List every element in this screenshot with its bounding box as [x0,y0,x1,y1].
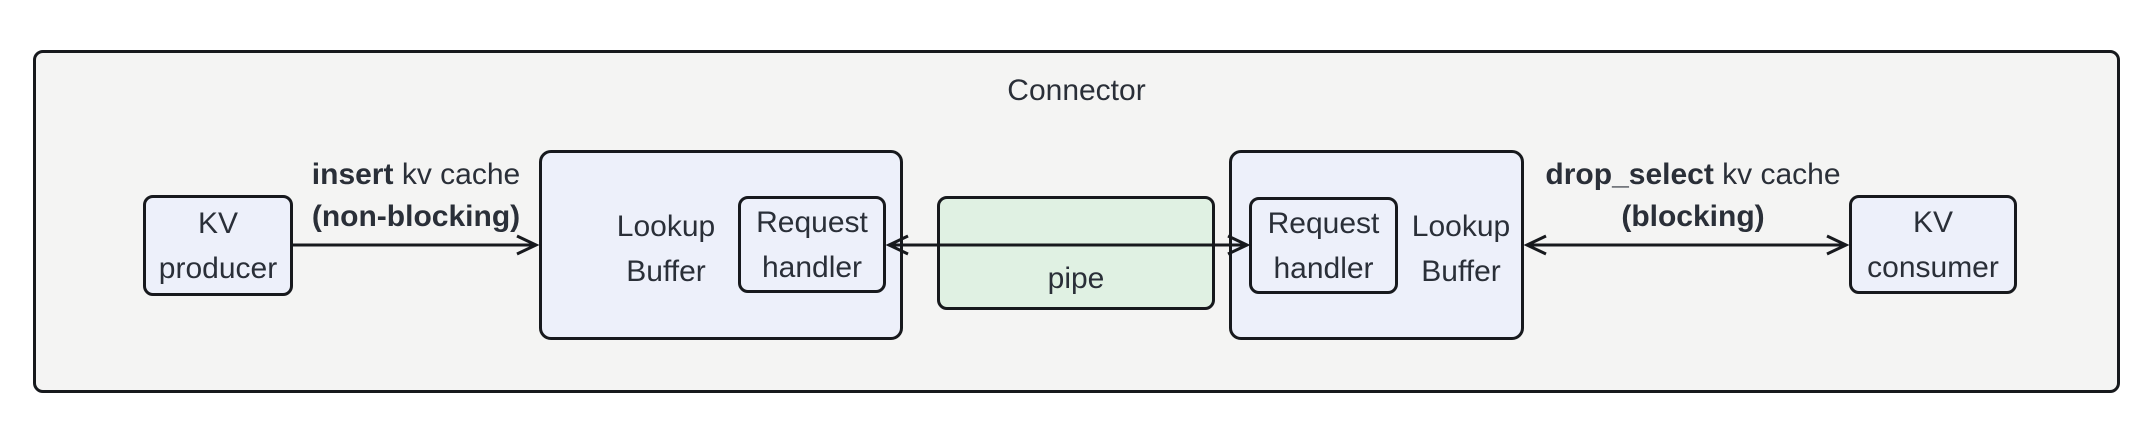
kv-consumer-node: KV consumer [1849,195,2017,294]
request-handler-right-node: Request handler [1249,197,1398,294]
lookup-buffer-right-label: Lookup Buffer [1391,204,1531,294]
request-handler-left-label-line1: Request [756,205,868,239]
lookup-buffer-right-label-line2: Buffer [1421,255,1501,288]
lookup-buffer-right-label-line1: Lookup [1411,210,1511,243]
drop-select-edge-label: drop_select kv cache (blocking) [1523,154,1863,238]
lookup-buffer-left-label-line2: Buffer [626,255,706,288]
insert-edge-label-line1: insert kv cache [311,158,521,191]
kv-producer-node: KV producer [143,195,293,296]
lookup-buffer-left-label-line1: Lookup [616,210,716,243]
connector-title: Connector [1007,74,1146,107]
kv-producer-label-line1: KV [197,206,239,240]
kv-consumer-label-line2: consumer [1867,250,1999,284]
kv-producer-label-line2: producer [158,251,278,285]
request-handler-right-label-line2: handler [1273,251,1374,285]
lookup-buffer-left-label: Lookup Buffer [596,204,736,294]
request-handler-left-node: Request handler [738,196,886,293]
drop-select-edge-label-line2: (blocking) [1621,200,1765,233]
pipe-label: pipe [1047,262,1105,295]
drop-select-edge-label-line1: drop_select kv cache [1545,158,1841,191]
request-handler-right-label-line1: Request [1267,206,1380,240]
pipe-node: pipe [937,196,1215,310]
insert-edge-label: insert kv cache (non-blocking) [256,154,576,238]
request-handler-left-label-line2: handler [761,250,863,284]
kv-consumer-label-line1: KV [1912,205,1954,239]
insert-edge-label-line2: (non-blocking) [311,200,521,233]
